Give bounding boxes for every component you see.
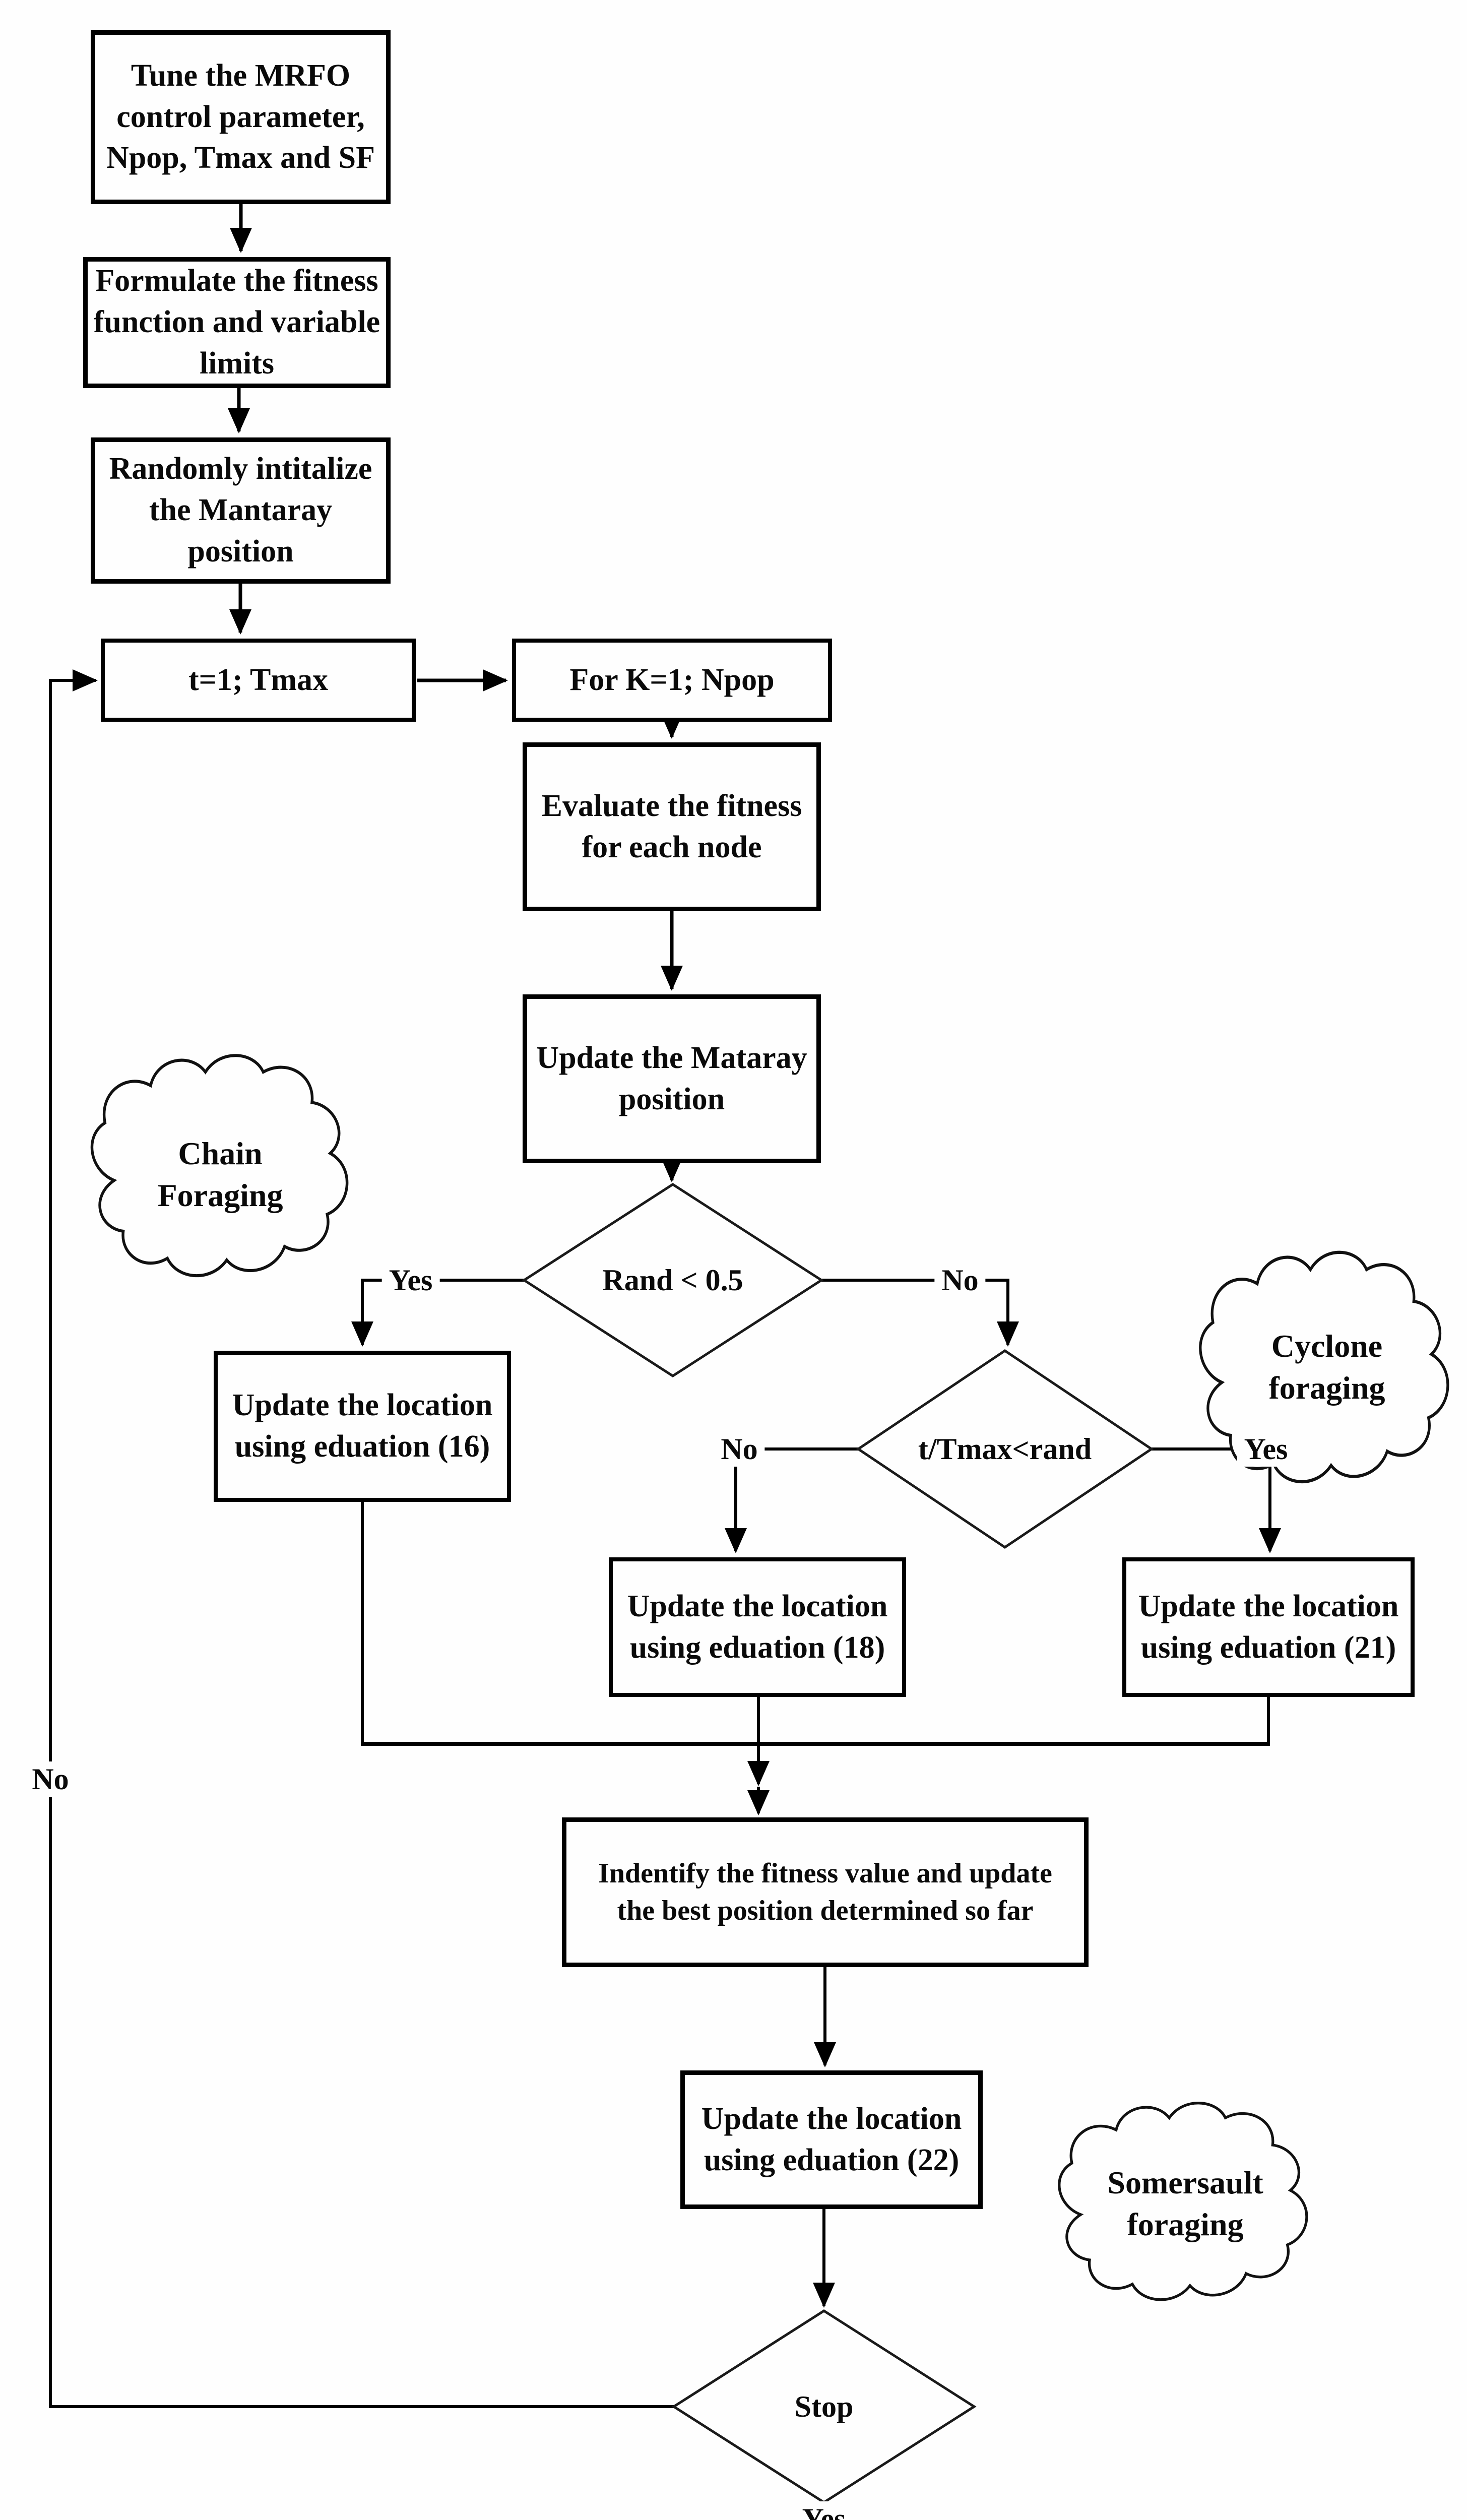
edge-label-rand-no: No (934, 1263, 986, 1298)
edge-label-stop-yes: Yes (795, 2501, 853, 2520)
box-tune-parameters: Tune the MRFO control parameter, Npop, T… (91, 30, 391, 204)
box-formulate-fitness: Formulate the fitness function and varia… (83, 257, 391, 388)
edge-rand-no (821, 1279, 1019, 1347)
cloud-somersault-shape (1058, 2102, 1308, 2301)
edge-stop-no-loop (49, 669, 674, 2408)
cloud-chain-label: Chain Foraging (157, 1135, 283, 1213)
box-t1-tmax: t=1; Tmax (101, 639, 416, 722)
box-update-eq18: Update the location using eduation (18) (609, 1557, 906, 1697)
box-for-k-npop: For K=1; Npop (512, 639, 832, 722)
box-identify-fitness: Indentify the fitness value and update t… (562, 1817, 1089, 1967)
cloud-cyclone-label: Cyclone foraging (1268, 1328, 1385, 1406)
edge-rand-yes (351, 1279, 524, 1347)
box-update-eq21: Update the location using eduation (21) (1122, 1557, 1415, 1697)
cloud-chain-shape (90, 1054, 349, 1278)
decision-tmax-shape (856, 1349, 1154, 1549)
box-randomly-initialize: Randomly intitalize the Mantaray positio… (91, 437, 391, 584)
box-update-eq22: Update the location using eduation (22) (680, 2070, 983, 2209)
edge-label-tmax-yes: Yes (1237, 1431, 1295, 1467)
cloud-somersault-label: Somersault foraging (1107, 2164, 1263, 2242)
edge-label-tmax-no: No (714, 1431, 765, 1467)
box-update-eq16: Update the location using eduation (16) (214, 1351, 511, 1502)
decision-tmax-label: t/Tmax<rand (918, 1432, 1092, 1466)
box-update-mataray-position: Update the Mataray position (523, 994, 821, 1163)
edge-label-stop-no: No (25, 1761, 76, 1797)
decision-stop-label: Stop (794, 2390, 854, 2423)
edge-label-rand-yes: Yes (381, 1263, 440, 1298)
box-evaluate-fitness: Evaluate the fitness for each node (523, 742, 821, 911)
decision-rand-label: Rand < 0.5 (602, 1264, 743, 1297)
decision-rand-shape (522, 1183, 824, 1377)
